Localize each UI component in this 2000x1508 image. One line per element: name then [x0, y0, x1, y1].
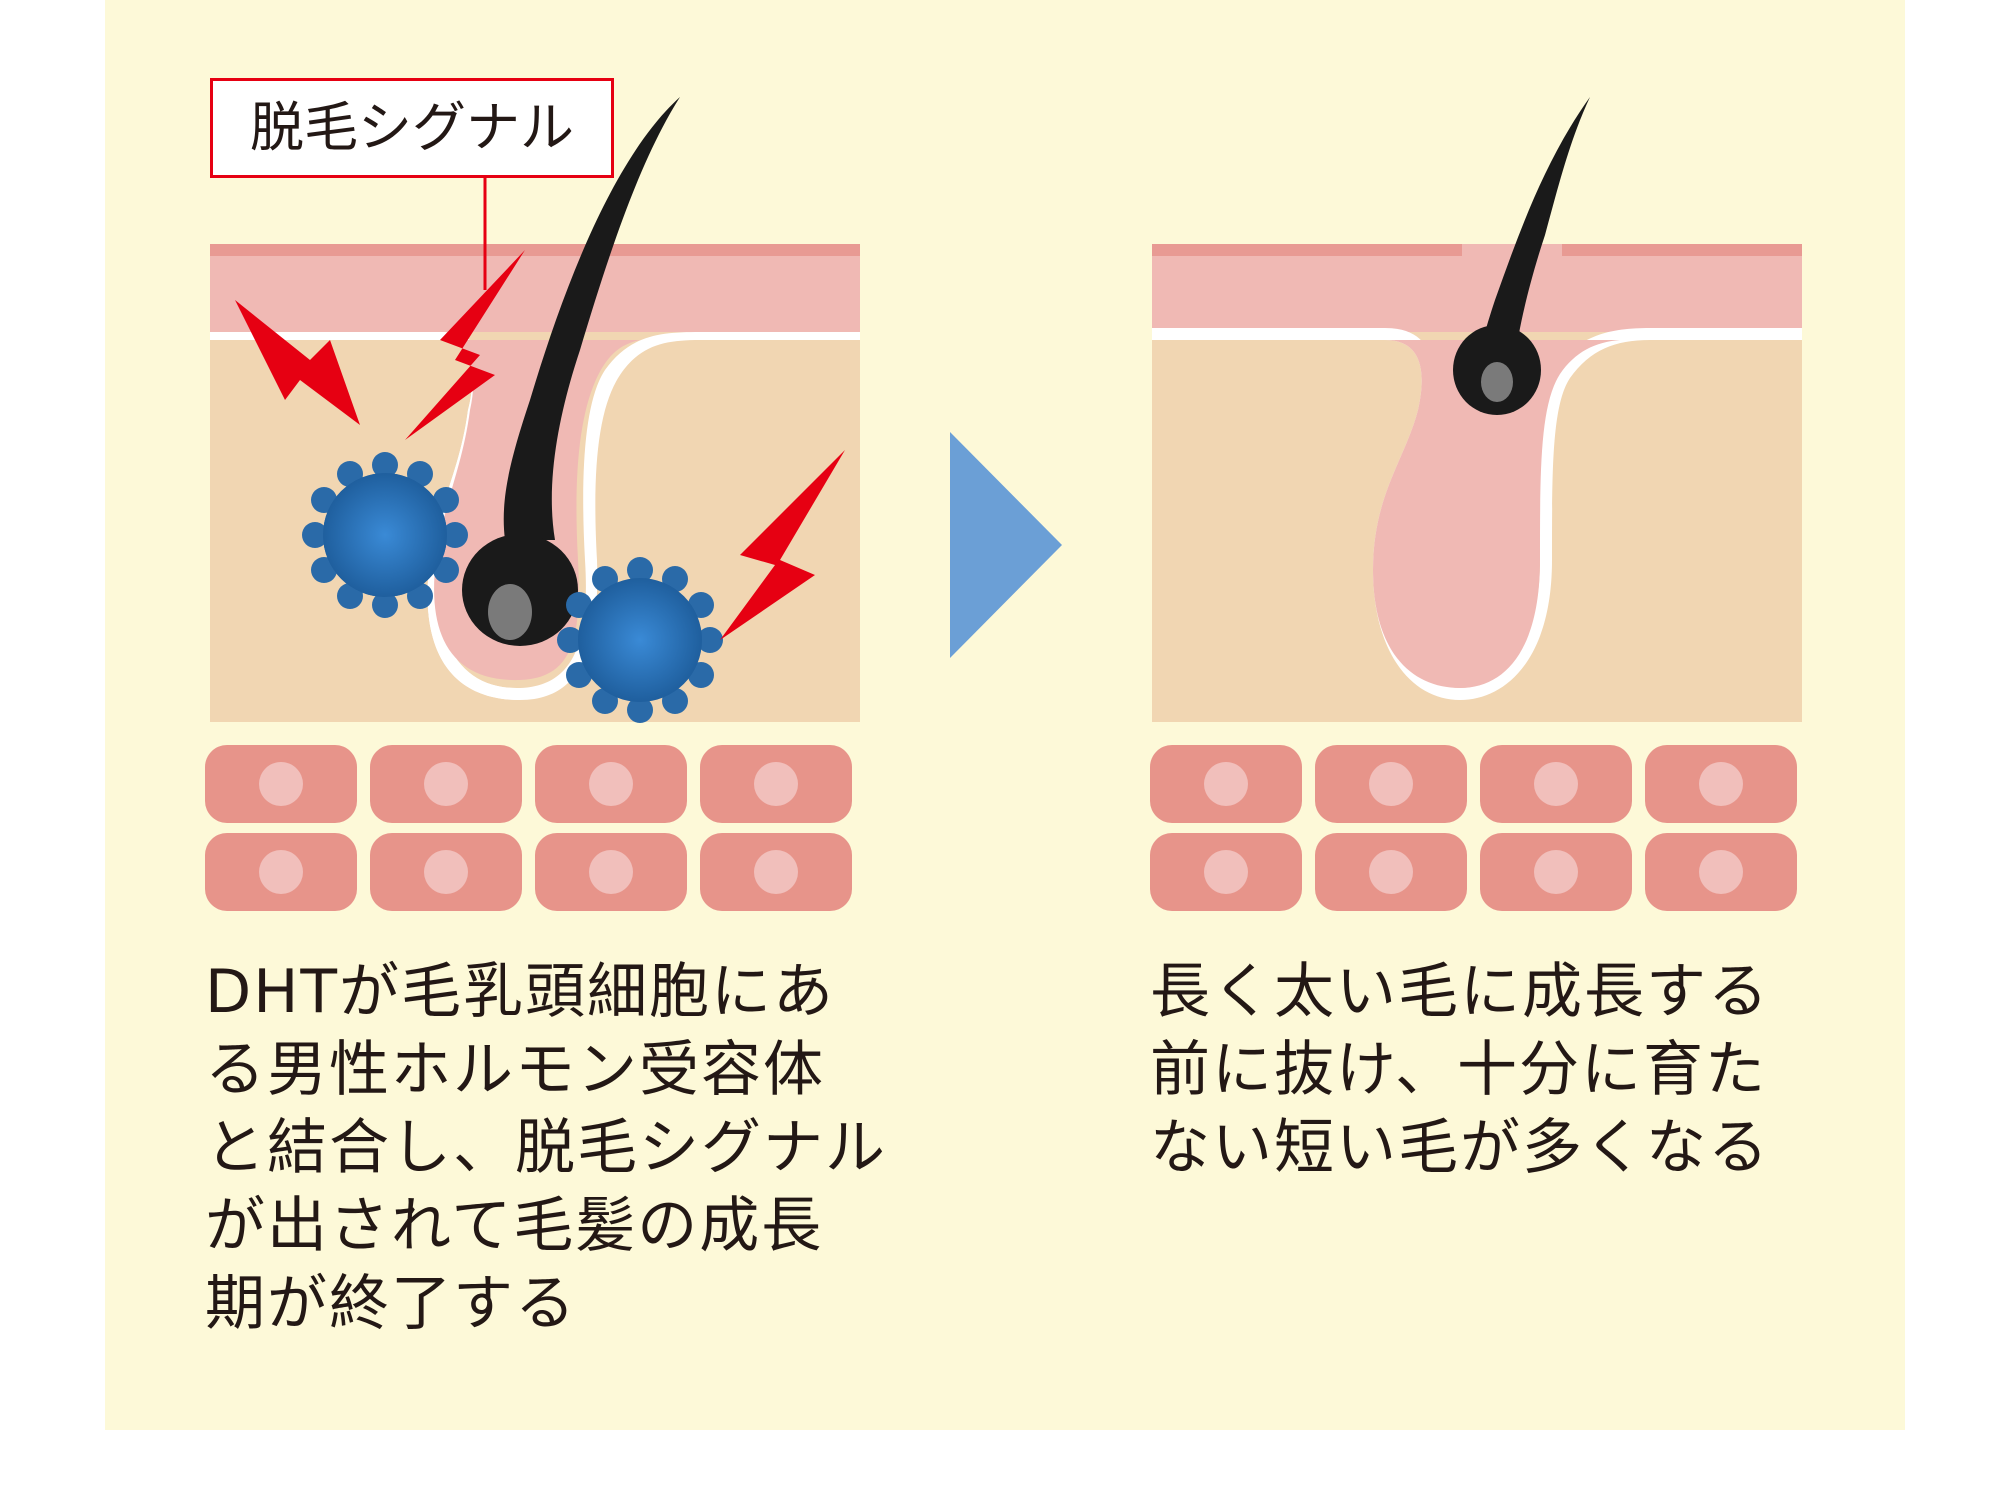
signal-label: 脱毛シグナル: [210, 78, 614, 178]
right-caption-line: 長く太い毛に成長する: [1150, 957, 1770, 1027]
right-follicle-sheath: [1373, 340, 1620, 688]
right-cell-layer: [1150, 745, 1797, 911]
right-arrow-icon: [950, 432, 1062, 658]
left-epidermis-surface: [210, 244, 860, 256]
left-caption: DHTが毛乳頭細胞にあ る男性ホルモン受容体 と結合し、脱毛シグナル が出されて…: [205, 953, 887, 1343]
right-dermal-papilla: [1481, 362, 1513, 402]
left-cell-layer: [205, 745, 852, 911]
left-caption-line: 期が終了する: [205, 1269, 577, 1339]
right-caption-line: 前に抜け、十分に育た: [1150, 1035, 1767, 1105]
left-hair-shaft: [503, 97, 680, 540]
left-caption-line: と結合し、脱毛シグナル: [205, 1113, 887, 1183]
left-skin-diagram: [205, 97, 860, 911]
left-caption-line: る男性ホルモン受容体: [205, 1035, 825, 1105]
right-hair-shaft: [1478, 97, 1590, 360]
left-caption-line: が出されて毛髪の成長: [205, 1191, 824, 1261]
left-caption-line: DHTが毛乳頭細胞にあ: [205, 957, 835, 1027]
right-epidermis-surface-right: [1562, 244, 1802, 256]
right-caption: 長く太い毛に成長する 前に抜け、十分に育た ない短い毛が多くなる: [1150, 953, 1770, 1187]
dht-molecule-icon: [302, 452, 468, 618]
right-epidermis-surface-left: [1152, 244, 1462, 256]
lightning-bolt-icon: [235, 300, 360, 425]
right-skin-diagram: [1150, 97, 1802, 911]
left-dermal-papilla: [488, 584, 532, 640]
lightning-bolt-icon: [720, 450, 845, 640]
dht-molecule-icon: [557, 557, 723, 723]
left-epidermis: [210, 244, 860, 339]
right-epidermis: [1152, 244, 1802, 339]
right-caption-line: ない短い毛が多くなる: [1150, 1113, 1770, 1183]
